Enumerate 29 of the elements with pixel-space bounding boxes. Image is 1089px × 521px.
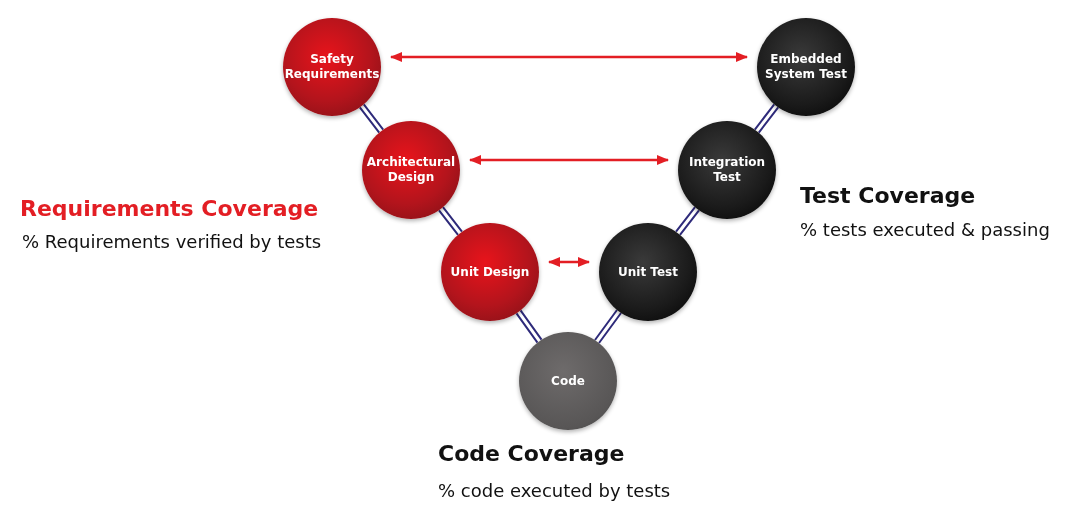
double-arrow (547, 257, 591, 267)
code-circle (519, 332, 617, 430)
test-circle (599, 223, 697, 321)
double-line (515, 309, 543, 344)
test-circle (757, 18, 855, 116)
node-label: Architectural Design (365, 155, 457, 185)
double-line (675, 206, 700, 236)
subtitle: % tests executed & passing (800, 219, 1050, 240)
design-circle (362, 121, 460, 219)
node-label: Integration Test (687, 155, 767, 185)
node-label: Embedded System Test (764, 52, 848, 82)
design-circle (441, 223, 539, 321)
design-circle (283, 18, 381, 116)
double-arrow (389, 52, 749, 62)
test-circle (678, 121, 776, 219)
subtitle: % code executed by tests (438, 480, 671, 501)
double-arrow (468, 155, 670, 165)
heading: Test Coverage (800, 183, 976, 208)
double-line (753, 103, 780, 134)
double-line (438, 206, 463, 236)
node-label: Unit Test (617, 264, 679, 280)
double-line (594, 309, 622, 344)
node-label: Safety Requirements (283, 52, 381, 82)
heading: Requirements Coverage (20, 196, 319, 221)
node-label: Unit Design (449, 264, 531, 280)
double-line (358, 103, 385, 134)
heading: Code Coverage (438, 441, 625, 466)
node-label: Code (550, 373, 586, 389)
subtitle: % Requirements verified by tests (22, 231, 322, 252)
